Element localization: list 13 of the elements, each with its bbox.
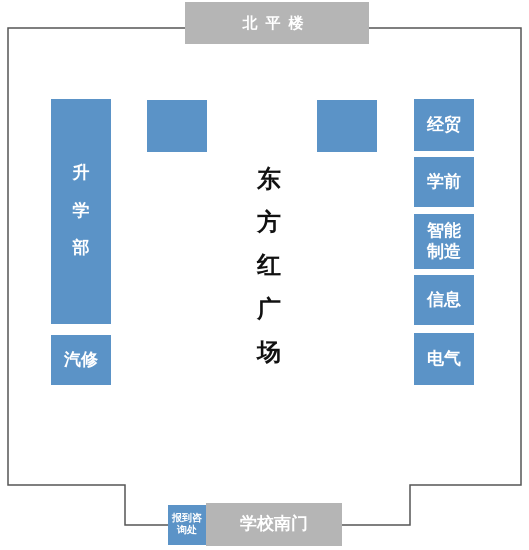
square-name: 东方红广场 bbox=[257, 164, 281, 368]
building-block: 北平楼 bbox=[185, 2, 369, 44]
building-block bbox=[317, 100, 377, 152]
department-block: 信息 bbox=[414, 275, 474, 325]
department-block: 电气 bbox=[414, 333, 474, 385]
building-block bbox=[147, 100, 207, 152]
department-block: 升学部 bbox=[51, 99, 111, 324]
department-block: 汽修 bbox=[51, 335, 111, 385]
gate-block: 学校南门 bbox=[206, 503, 342, 546]
department-block: 经贸 bbox=[414, 99, 474, 151]
registration-desk: 报到咨询处 bbox=[168, 505, 206, 545]
department-block: 学前 bbox=[414, 157, 474, 207]
department-block: 智能制造 bbox=[414, 214, 474, 269]
